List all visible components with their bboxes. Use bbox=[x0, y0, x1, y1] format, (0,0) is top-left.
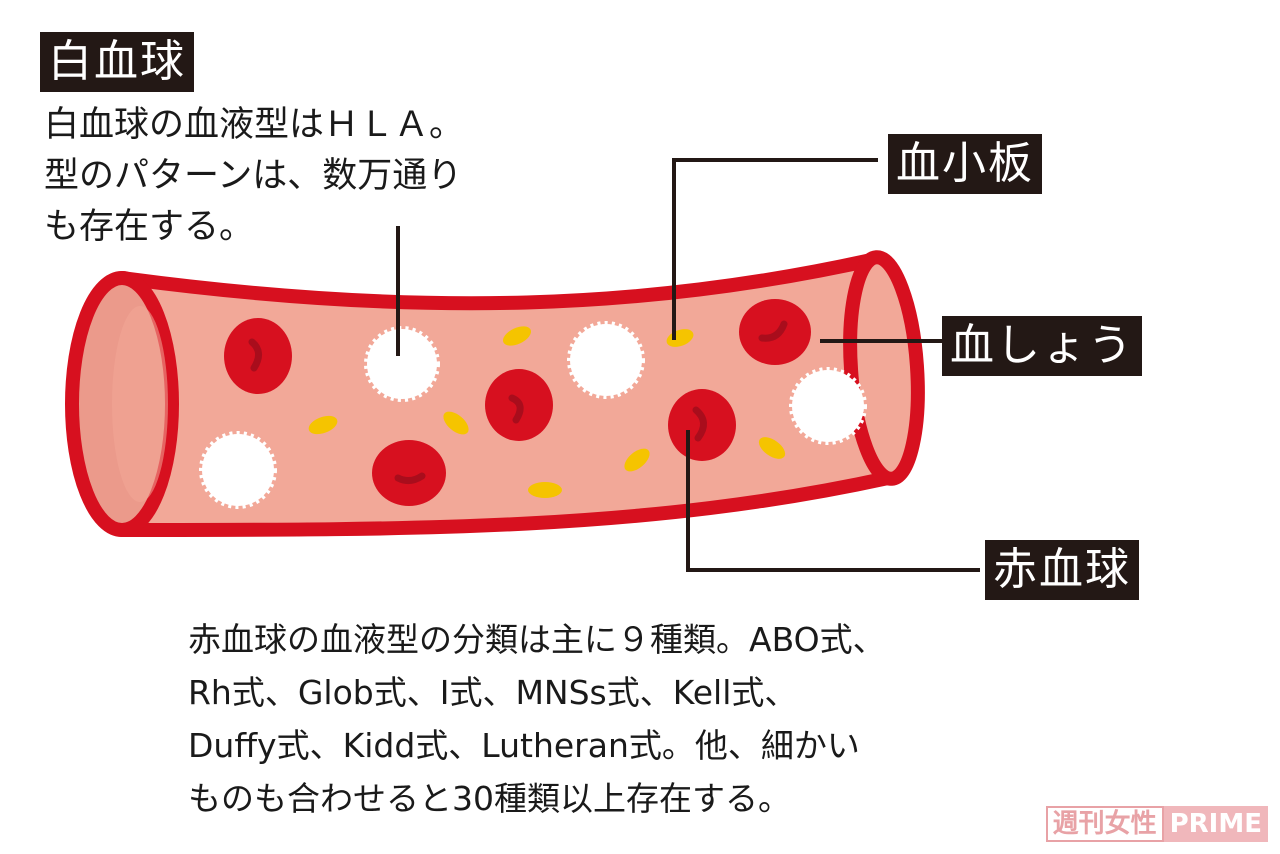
platelets bbox=[308, 326, 786, 498]
wbc-description: 白血球の血液型はＨＬＡ。 型のパターンは、数万通り も存在する。 bbox=[44, 100, 464, 253]
label-white-blood-cell: 白血球 bbox=[40, 32, 194, 92]
vessel-right-end bbox=[843, 250, 925, 486]
white-blood-cell bbox=[567, 321, 645, 399]
label-plasma: 血しょう bbox=[942, 316, 1142, 376]
vessel-opening-inner bbox=[112, 306, 168, 502]
platelet bbox=[443, 411, 469, 435]
rbc-description-line: ものも合わせると30種類以上存在する。 bbox=[188, 779, 791, 818]
red-blood-cell bbox=[739, 299, 811, 365]
white-blood-cells bbox=[199, 321, 867, 509]
red-blood-cell bbox=[372, 440, 446, 506]
rbc-description: 赤血球の血液型の分類は主に９種類。ABO式、 Rh式、Glob式、I式、MNSs… bbox=[188, 613, 886, 825]
white-blood-cell bbox=[199, 431, 277, 509]
leader-lines bbox=[396, 158, 980, 572]
red-blood-cell bbox=[485, 369, 553, 441]
red-blood-cell bbox=[224, 318, 292, 394]
watermark-prime: PRIME bbox=[1163, 806, 1268, 842]
rbc-description-line: 赤血球の血液型の分類は主に９種類。ABO式、 bbox=[188, 620, 886, 659]
platelet bbox=[758, 437, 786, 459]
rbc-description-line: Duffy式、Kidd式、Lutheran式。他、細かい bbox=[188, 726, 860, 765]
white-blood-cell bbox=[789, 367, 867, 445]
wbc-description-line: 型のパターンは、数万通り bbox=[44, 156, 463, 196]
rbc-leader-line bbox=[686, 430, 980, 572]
publisher-watermark: 週刊女性 PRIME bbox=[1045, 806, 1268, 842]
platelet bbox=[308, 415, 338, 435]
red-blood-cells bbox=[224, 299, 811, 506]
wbc-description-line: 白血球の血液型はＨＬＡ。 bbox=[44, 105, 465, 145]
white-blood-cell bbox=[364, 326, 440, 402]
label-red-blood-cell: 赤血球 bbox=[985, 540, 1139, 600]
platelet bbox=[624, 448, 650, 472]
platelet bbox=[502, 326, 532, 346]
red-blood-cell bbox=[668, 389, 736, 461]
wbc-description-line: も存在する。 bbox=[44, 207, 255, 247]
platelet bbox=[528, 482, 562, 498]
rbc-description-line: Rh式、Glob式、I式、MNSs式、Kell式、 bbox=[188, 673, 798, 712]
label-platelet: 血小板 bbox=[888, 134, 1042, 194]
platelet-leader-line bbox=[672, 158, 878, 340]
watermark-magazine-name: 週刊女性 bbox=[1045, 806, 1164, 842]
